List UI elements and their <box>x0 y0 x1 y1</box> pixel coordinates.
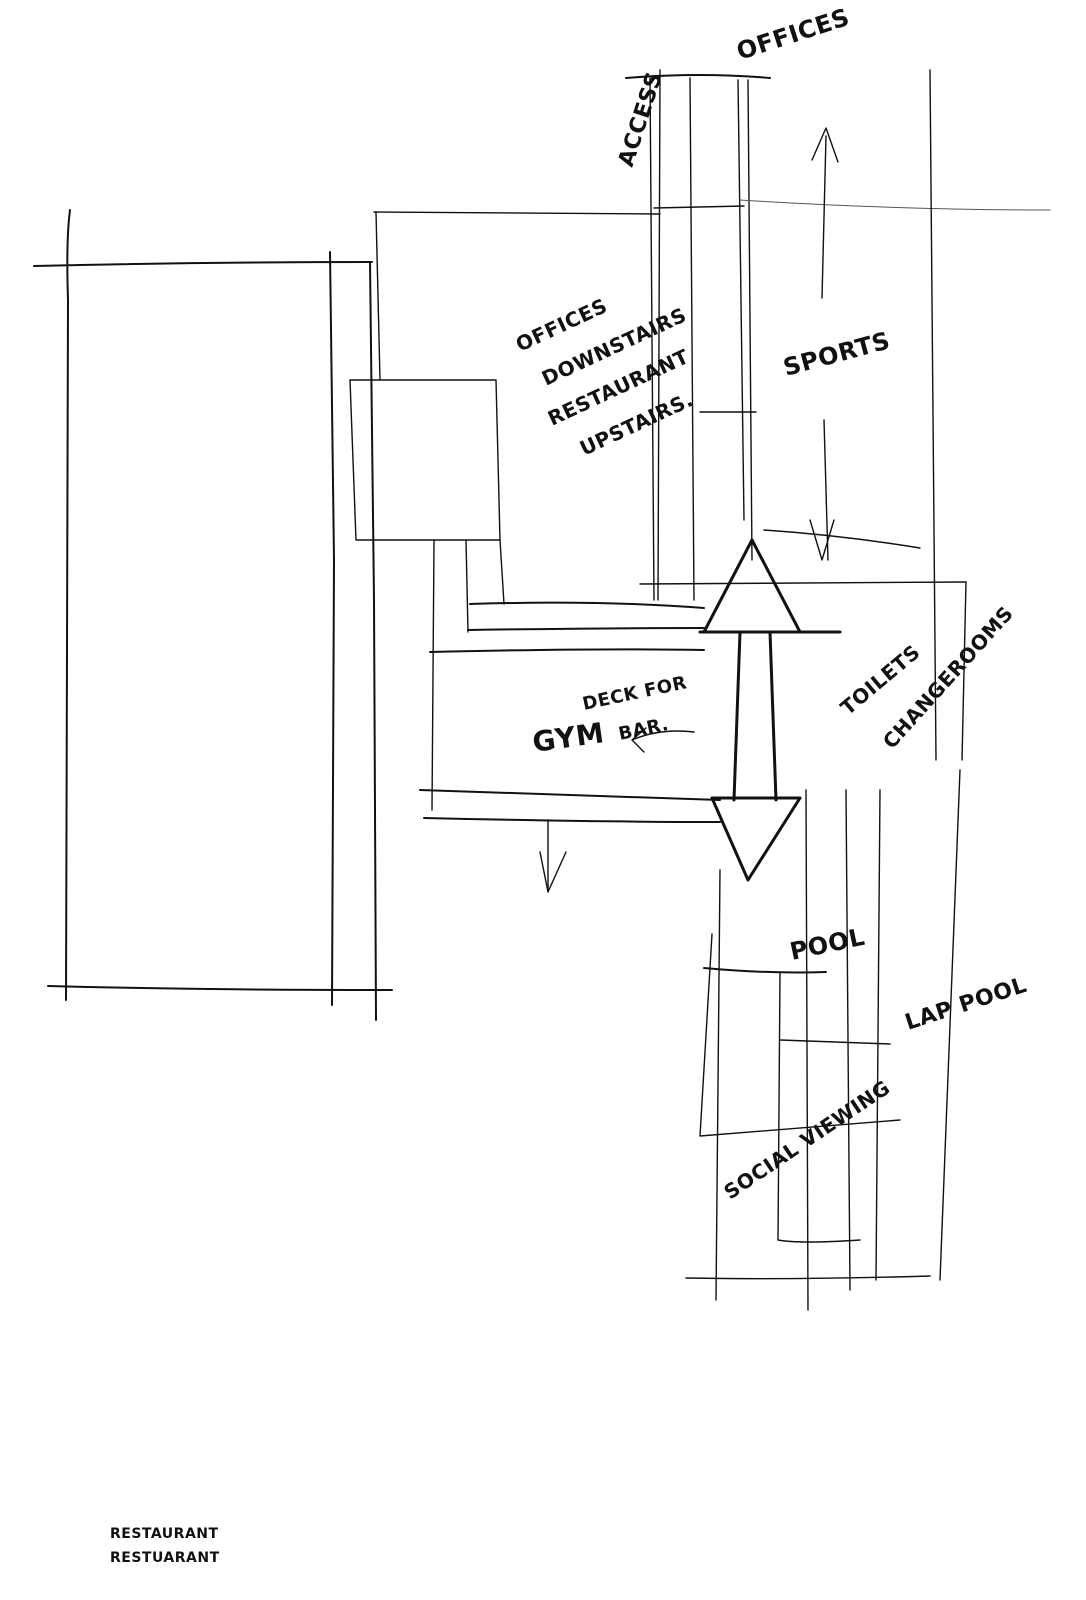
label-gym: GYM <box>530 716 606 759</box>
label-deck-line1: DECK FOR <box>581 672 689 715</box>
label-pool: POOL <box>787 923 867 966</box>
double-headed-arrow-icon <box>698 538 842 882</box>
labels: OFFICES ACCESS OFFICES DOWNSTAIRS RESTAU… <box>110 3 1030 1566</box>
label-deck-line2: BAR. <box>617 714 671 745</box>
offices-restaurant-block <box>349 69 707 811</box>
deck-gym-band <box>419 581 967 893</box>
circulation-spine <box>625 74 1051 601</box>
footer-note-line1: RESTAURANT <box>110 1526 219 1542</box>
sports-court <box>763 69 937 761</box>
label-offices-top: OFFICES <box>733 3 853 66</box>
pool-zone <box>685 769 961 1311</box>
label-lap-pool: LAP POOL <box>902 973 1030 1036</box>
label-sports: SPORTS <box>780 326 893 381</box>
footer-note-line2: RESTUARANT <box>110 1550 220 1566</box>
left-building-block <box>33 209 393 1021</box>
